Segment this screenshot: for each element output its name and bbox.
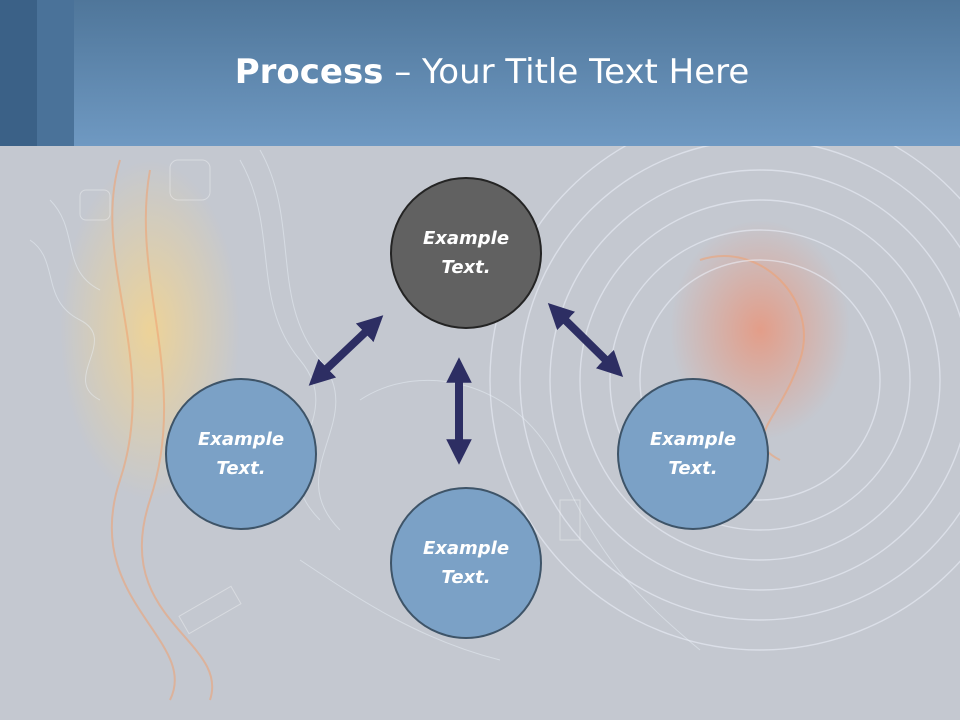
- center-node: Example Text.: [390, 177, 542, 329]
- header-band: [0, 0, 960, 146]
- header-accent-strip: [0, 0, 37, 146]
- left-node-text: Example Text.: [197, 429, 285, 479]
- bottom-node-text: Example Text.: [422, 538, 510, 588]
- arrow-center-right: [547, 303, 624, 377]
- slide-title: Process – Your Title Text Here: [0, 52, 960, 92]
- arrow-center-left: [308, 315, 384, 386]
- title-bold: Process: [234, 52, 384, 92]
- left-node: Example Text.: [165, 378, 317, 530]
- header-accent-strip: [37, 0, 74, 146]
- center-node-text: Example Text.: [422, 228, 510, 278]
- title-rest: – Your Title Text Here: [383, 52, 750, 92]
- right-node: Example Text.: [617, 378, 769, 530]
- right-node-text: Example Text.: [649, 429, 737, 479]
- bottom-node: Example Text.: [390, 487, 542, 639]
